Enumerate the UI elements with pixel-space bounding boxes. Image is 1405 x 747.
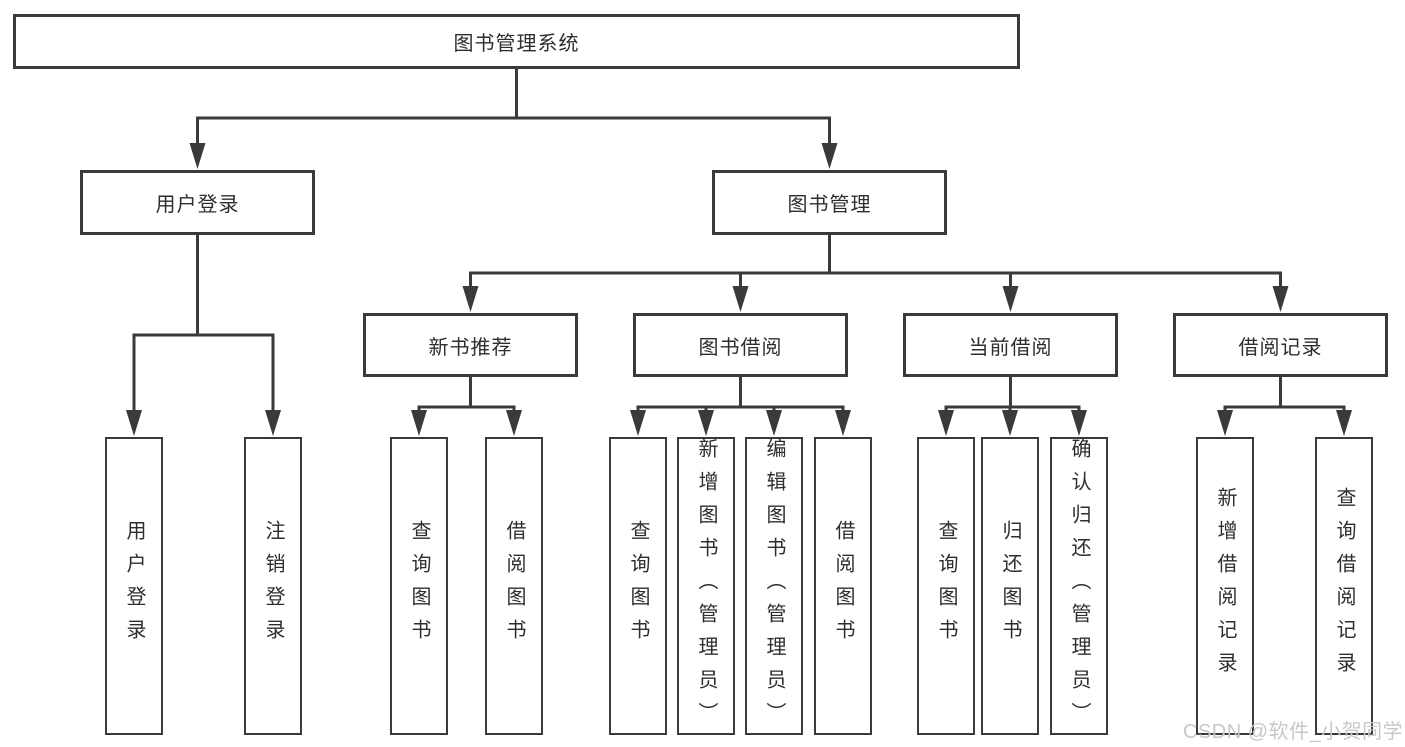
node-leaf-query-book-3: 查询图书 (917, 437, 975, 735)
node-label-root: 图书管理系统 (453, 33, 580, 55)
node-current-borrow: 当前借阅 (903, 313, 1118, 377)
arrowhead-icon (821, 143, 838, 169)
node-leaf-query-record: 查询借阅记录 (1315, 437, 1373, 735)
arrowhead-icon (1336, 410, 1352, 436)
node-label-book-borrow: 图书借阅 (698, 336, 783, 359)
node-label-leaf-logout: 注销登录 (262, 520, 284, 652)
node-label-leaf-query-book-3: 查询图书 (935, 520, 957, 652)
node-label-leaf-edit-book: 编辑图书（管理员） (763, 437, 785, 735)
watermark: CSDN @软件_小贺同学 (1183, 721, 1404, 743)
arrowhead-icon (732, 286, 749, 312)
node-label-leaf-return-book: 归还图书 (999, 520, 1021, 652)
node-label-leaf-query-book-1: 查询图书 (408, 520, 430, 652)
arrowhead-icon (506, 410, 522, 436)
arrowhead-icon (1217, 410, 1233, 436)
arrowhead-icon (411, 410, 427, 436)
node-leaf-edit-book: 编辑图书（管理员） (745, 437, 803, 735)
node-label-user-login: 用户登录 (155, 194, 240, 216)
node-label-new-book: 新书推荐 (428, 336, 513, 359)
node-label-leaf-borrow-book-1: 借阅图书 (503, 520, 525, 652)
node-leaf-add-record: 新增借阅记录 (1196, 437, 1254, 735)
node-leaf-query-book-1: 查询图书 (390, 437, 448, 735)
node-label-current-borrow: 当前借阅 (968, 336, 1053, 359)
arrowhead-icon (265, 410, 281, 436)
node-label-borrow-record: 借阅记录 (1238, 336, 1323, 359)
node-root: 图书管理系统 (13, 14, 1020, 69)
node-label-leaf-add-record: 新增借阅记录 (1214, 487, 1236, 685)
node-leaf-query-book-2: 查询图书 (609, 437, 667, 735)
node-leaf-logout: 注销登录 (244, 437, 302, 735)
node-leaf-confirm-return: 确认归还（管理员） (1050, 437, 1108, 735)
node-label-leaf-confirm-return: 确认归还（管理员） (1068, 437, 1090, 735)
arrowhead-icon (630, 410, 646, 436)
arrowhead-icon (126, 410, 142, 436)
arrowhead-icon (835, 410, 851, 436)
node-label-leaf-add-book: 新增图书（管理员） (695, 437, 717, 735)
arrowhead-icon (1002, 410, 1018, 436)
arrowhead-icon (698, 410, 714, 436)
arrowhead-icon (1071, 410, 1087, 436)
node-new-book: 新书推荐 (363, 313, 578, 377)
node-label-leaf-user-login: 用户登录 (123, 520, 145, 652)
node-leaf-borrow-book-1: 借阅图书 (485, 437, 543, 735)
node-book-mgmt: 图书管理 (712, 170, 947, 235)
node-leaf-borrow-book-2: 借阅图书 (814, 437, 872, 735)
node-book-borrow: 图书借阅 (633, 313, 848, 377)
arrowhead-icon (1272, 286, 1289, 312)
arrowhead-icon (462, 286, 479, 312)
node-leaf-user-login: 用户登录 (105, 437, 163, 735)
arrowhead-icon (189, 143, 206, 169)
arrowhead-icon (1002, 286, 1019, 312)
node-label-leaf-borrow-book-2: 借阅图书 (832, 520, 854, 652)
node-leaf-return-book: 归还图书 (981, 437, 1039, 735)
arrowhead-icon (938, 410, 954, 436)
arrowhead-icon (766, 410, 782, 436)
node-label-leaf-query-record: 查询借阅记录 (1333, 487, 1355, 685)
node-user-login: 用户登录 (80, 170, 315, 235)
node-leaf-add-book: 新增图书（管理员） (677, 437, 735, 735)
node-label-book-mgmt: 图书管理 (787, 194, 872, 216)
node-borrow-record: 借阅记录 (1173, 313, 1388, 377)
node-label-leaf-query-book-2: 查询图书 (627, 520, 649, 652)
